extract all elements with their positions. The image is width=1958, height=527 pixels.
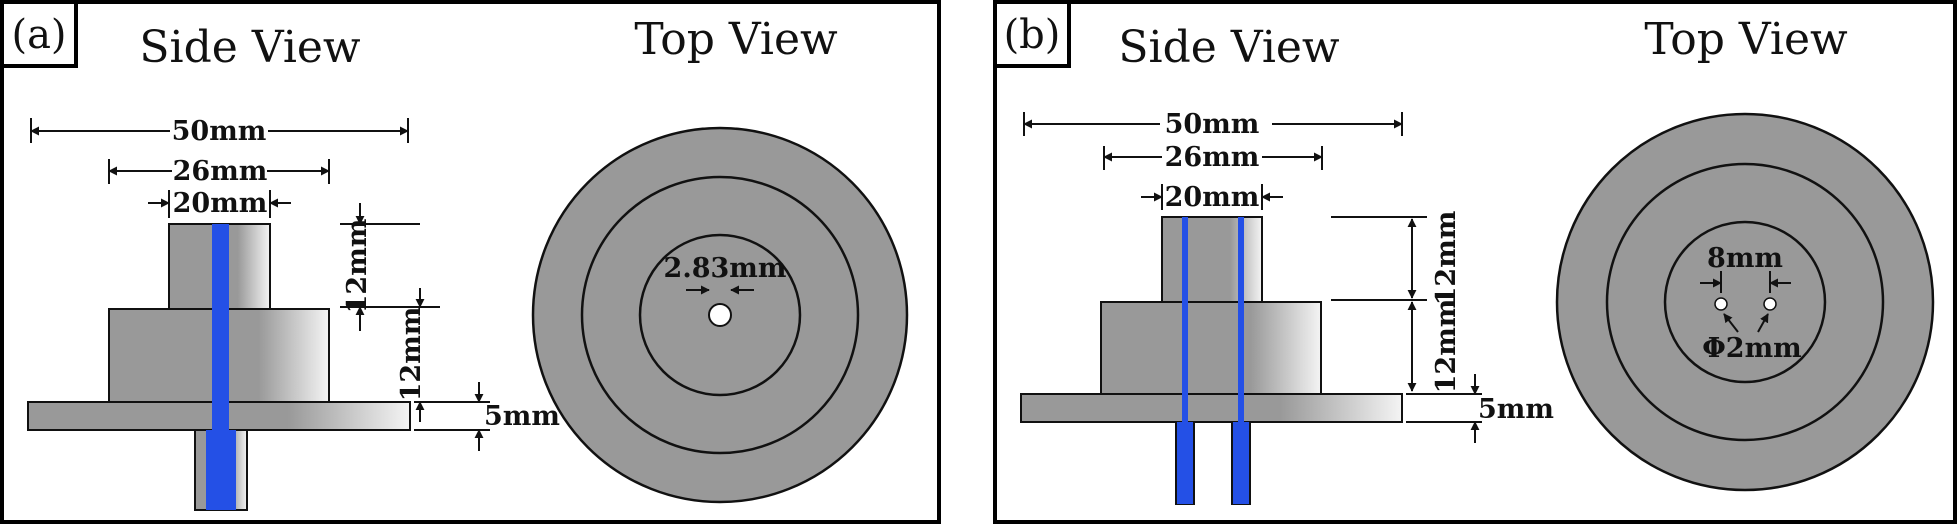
panel-a-dim-26mm-label: 26mm bbox=[173, 156, 268, 187]
panel-b-dim-26mm: 26mm bbox=[1103, 142, 1323, 173]
panel-a-tag: (a) bbox=[11, 12, 66, 58]
panel-b-dim-upper-12mm-label: 12mm bbox=[1431, 211, 1462, 306]
panel-b-middle-step bbox=[1100, 301, 1322, 395]
panel-b-top-step bbox=[1161, 216, 1263, 303]
panel-b-hole-diameter-label: Φ2mm bbox=[1702, 333, 1801, 364]
panel-b-dim-50mm: 50mm bbox=[1023, 109, 1403, 140]
panel-a-frame bbox=[0, 0, 941, 524]
panel-b-dim-26mm-label: 26mm bbox=[1165, 142, 1260, 173]
panel-a-dim-upper-12mm: 12mm bbox=[340, 203, 440, 331]
panel-a-top-view-title: Top View bbox=[634, 14, 838, 65]
panel-b-channel-right-lower bbox=[1233, 422, 1249, 504]
panel-a-dim-20mm: 20mm bbox=[148, 188, 291, 219]
panel-b-tag-box bbox=[993, 0, 1071, 68]
panel-a-dim-50mm: 50mm bbox=[30, 116, 409, 147]
panel-b-top-view: 8mm Φ2mm bbox=[1555, 112, 1935, 492]
panel-a-dim-5mm-label: 5mm bbox=[484, 401, 560, 432]
panel-b-dim-20mm-label: 20mm bbox=[1165, 182, 1260, 213]
panel-a-dim-5mm: 5mm bbox=[414, 382, 560, 451]
panel-a-dim-middle-12mm: 12mm bbox=[396, 288, 427, 422]
panel-b-frame bbox=[993, 0, 1957, 524]
panel-b-side-view-title: Side View bbox=[1118, 22, 1340, 73]
panel-a-dim-26mm: 26mm bbox=[108, 156, 330, 187]
panel-b-inner-circle bbox=[1663, 220, 1827, 384]
panel-a-top-view: 2.83mm bbox=[531, 126, 909, 504]
panel-b-top-view-title: Top View bbox=[1644, 14, 1848, 65]
panel-a-tag-box bbox=[0, 0, 78, 68]
panel-b-side-view bbox=[1020, 216, 1403, 505]
panel-a-channel-lower bbox=[206, 430, 236, 510]
panel-b-dim-50mm-label: 50mm bbox=[1165, 109, 1260, 140]
panel-a: (a) Side View Top View 50mm 26mm bbox=[0, 0, 941, 524]
panel-a-center-hole bbox=[708, 303, 732, 327]
panel-b-channel-left-upper bbox=[1182, 217, 1188, 422]
panel-b-dim-middle-12mm: 12mm bbox=[1407, 299, 1462, 394]
panel-b-right-hole bbox=[1763, 297, 1777, 311]
panel-b-tag: (b) bbox=[1004, 12, 1061, 58]
panel-b-channel-right-upper bbox=[1238, 217, 1244, 422]
panel-b-dim-middle-12mm-label: 12mm bbox=[1431, 299, 1462, 394]
panel-a-dim-20mm-label: 20mm bbox=[173, 188, 268, 219]
panel-b-base-flange bbox=[1020, 393, 1403, 423]
panel-b-channel-left-lower bbox=[1177, 422, 1193, 504]
panel-b-dim-upper-12mm: 12mm bbox=[1331, 211, 1462, 306]
panel-b: (b) Side View Top View 50mm bbox=[993, 0, 1957, 524]
panel-a-hole-diameter-label: 2.83mm bbox=[664, 253, 787, 284]
panel-b-left-hole bbox=[1714, 297, 1728, 311]
panel-a-side-view-title: Side View bbox=[139, 22, 361, 73]
panel-a-dim-middle-12mm-label: 12mm bbox=[396, 307, 427, 402]
panel-b-hole-spacing-label: 8mm bbox=[1707, 243, 1783, 274]
panel-b-dim-5mm-label: 5mm bbox=[1478, 394, 1554, 425]
panel-b-dim-5mm: 5mm bbox=[1406, 374, 1554, 443]
panel-b-dim-20mm: 20mm bbox=[1141, 182, 1283, 213]
panel-a-dim-upper-12mm-label: 12mm bbox=[342, 219, 373, 314]
panel-a-side-view bbox=[27, 223, 411, 511]
panel-a-dim-50mm-label: 50mm bbox=[172, 116, 267, 147]
